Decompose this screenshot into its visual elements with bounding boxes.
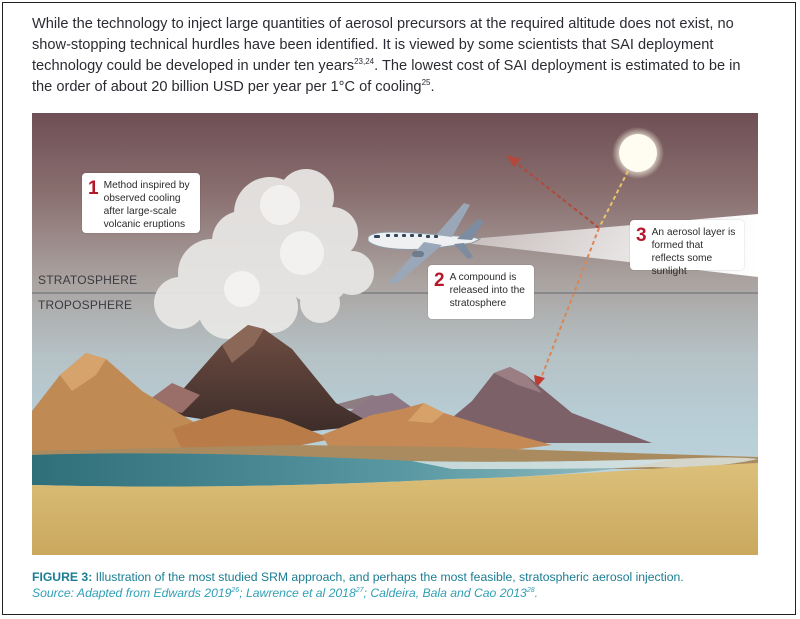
callout-1-number: 1 [88,178,99,199]
intro-text-2: . The lowest cost of SAI deployment is e… [32,58,741,95]
incoming-ray [598,170,629,229]
source-text-2: ; Lawrence et al 2018 [239,586,356,600]
right-orange-range [322,403,552,455]
figure-caption-text: Illustration of the most studied SRM app… [92,570,684,584]
intro-text-3: . [430,79,435,95]
callout-3-text: An aerosol layer is formed that reflects… [651,227,736,277]
intro-ref-25[interactable]: 25 [421,78,431,88]
right-orange-highlight [408,403,444,423]
troposphere-label: TROPOSPHERE [38,298,133,312]
sand-beach [32,463,758,555]
source-ref-27[interactable]: 27 [355,586,364,594]
figure-caption: FIGURE 3: Illustration of the most studi… [32,569,772,601]
figure-source: Source: Adapted from Edwards 201926; Law… [32,585,772,601]
source-ref-26[interactable]: 26 [231,586,240,594]
callout-3-number: 3 [636,225,647,246]
sun-icon [619,134,657,172]
callout-3: 3 An aerosol layer is formed that reflec… [630,220,744,277]
mid-orange-ridge [172,409,332,451]
left-orange-highlight [60,353,106,391]
intro-ref-23-24[interactable]: 23,24 [354,57,375,67]
source-text-1: Source: Adapted from Edwards 2019 [32,586,232,600]
callout-2-text: A compound is released into the stratosp… [449,272,525,309]
callout-2: 2 A compound is released into the strato… [428,265,534,319]
callout-1-text: Method inspired by observed cooling afte… [103,180,190,230]
callout-1: 1 Method inspired by observed cooling af… [82,173,200,233]
water-lagoon [32,453,672,487]
source-text-4: . [534,586,539,600]
right-mountain-highlight [494,367,542,393]
airplane-icon [367,203,484,283]
right-mountain [422,367,652,443]
water-shoreline [412,457,758,469]
volcano [162,325,374,433]
source-text-3: ; Caldeira, Bala and Cao 2013 [363,586,527,600]
intro-paragraph: While the technology to inject large qua… [32,14,762,98]
cloud-highlight [224,185,324,307]
figure-label: FIGURE 3: [32,570,93,584]
transmitted-ray [539,227,600,382]
sai-illustration: STRATOSPHERE TROPOSPHERE 1 Method inspir… [32,113,758,555]
volcano-ridge [222,325,264,363]
source-ref-28[interactable]: 28 [526,586,535,594]
callout-2-number: 2 [434,270,445,291]
reflected-ray-arrowhead [506,155,521,167]
intro-text: While the technology to inject large qua… [32,16,734,74]
stratosphere-label: STRATOSPHERE [38,273,138,287]
